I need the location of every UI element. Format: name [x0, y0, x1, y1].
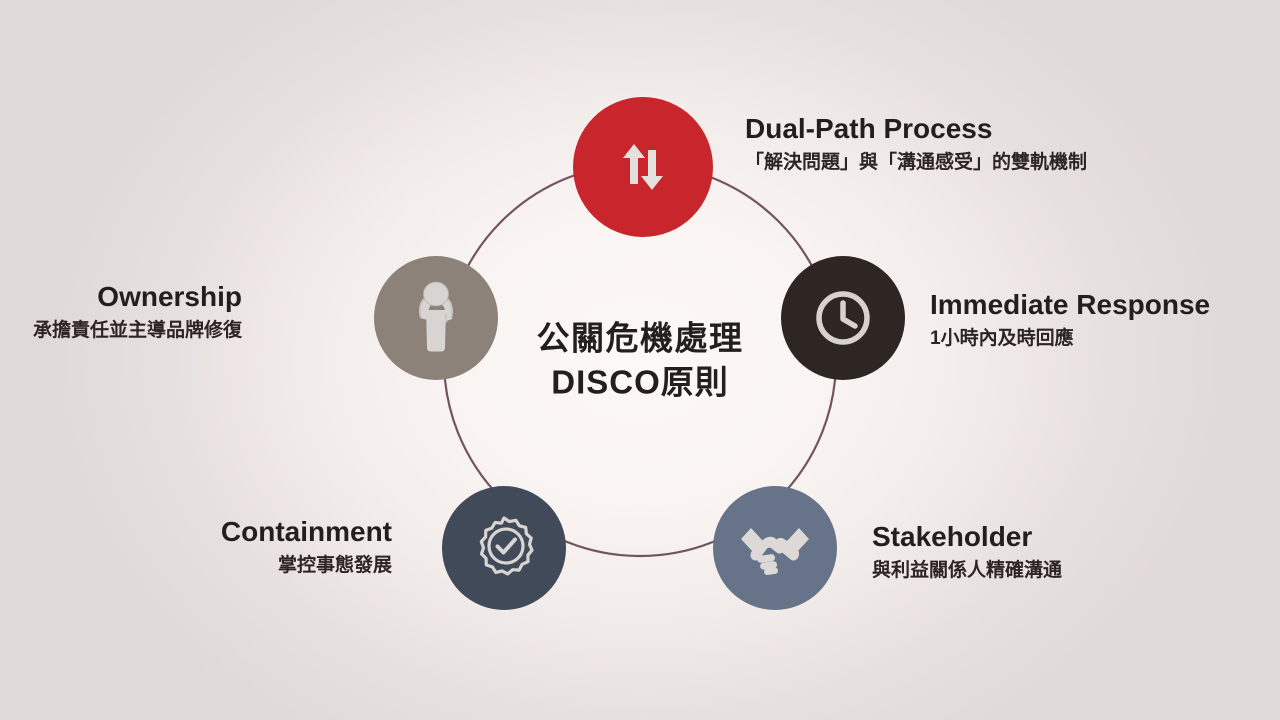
label-ownership: Ownership 承擔責任並主導品牌修復: [33, 280, 242, 344]
label-subtitle-ownership: 承擔責任並主導品牌修復: [32, 320, 242, 342]
label-subtitle-containment: 掌控事態發展: [277, 555, 392, 577]
label-title-dual-path: Dual-Path Process: [745, 113, 993, 144]
clock-icon: [811, 286, 875, 350]
label-immediate-response: Immediate Response 1小時內及時回應: [930, 288, 1210, 352]
node-dual-path-process[interactable]: [573, 97, 713, 237]
label-subtitle-dual-path: 「解決問題」與「溝通感受」的雙軌機制: [745, 152, 1088, 174]
node-containment[interactable]: [442, 486, 566, 610]
label-containment: Containment 掌控事態發展: [221, 515, 392, 579]
bowing-person-icon: [406, 280, 466, 356]
center-title-line1: 公關危機處理: [536, 319, 744, 357]
node-immediate-response[interactable]: [781, 256, 905, 380]
node-stakeholder[interactable]: [713, 486, 837, 610]
label-dual-path-process: Dual-Path Process 「解決問題」與「溝通感受」的雙軌機制: [745, 112, 1087, 176]
center-title-line2: DISCO原則: [551, 363, 729, 400]
handshake-icon: [737, 517, 813, 579]
verified-badge-check-icon: [468, 512, 540, 584]
label-title-containment: Containment: [220, 516, 392, 547]
label-title-ownership: Ownership: [97, 281, 242, 312]
label-subtitle-immediate-response: 1小時內及時回應: [930, 328, 1074, 350]
label-title-stakeholder: Stakeholder: [872, 521, 1033, 552]
label-subtitle-stakeholder: 與利益關係人精確溝通: [872, 560, 1063, 582]
up-down-arrows-icon: [612, 136, 674, 198]
label-stakeholder: Stakeholder 與利益關係人精確溝通: [872, 520, 1062, 584]
node-ownership[interactable]: [374, 256, 498, 380]
label-title-immediate-response: Immediate Response: [930, 289, 1211, 320]
center-title: 公關危機處理 DISCO原則: [475, 316, 805, 403]
